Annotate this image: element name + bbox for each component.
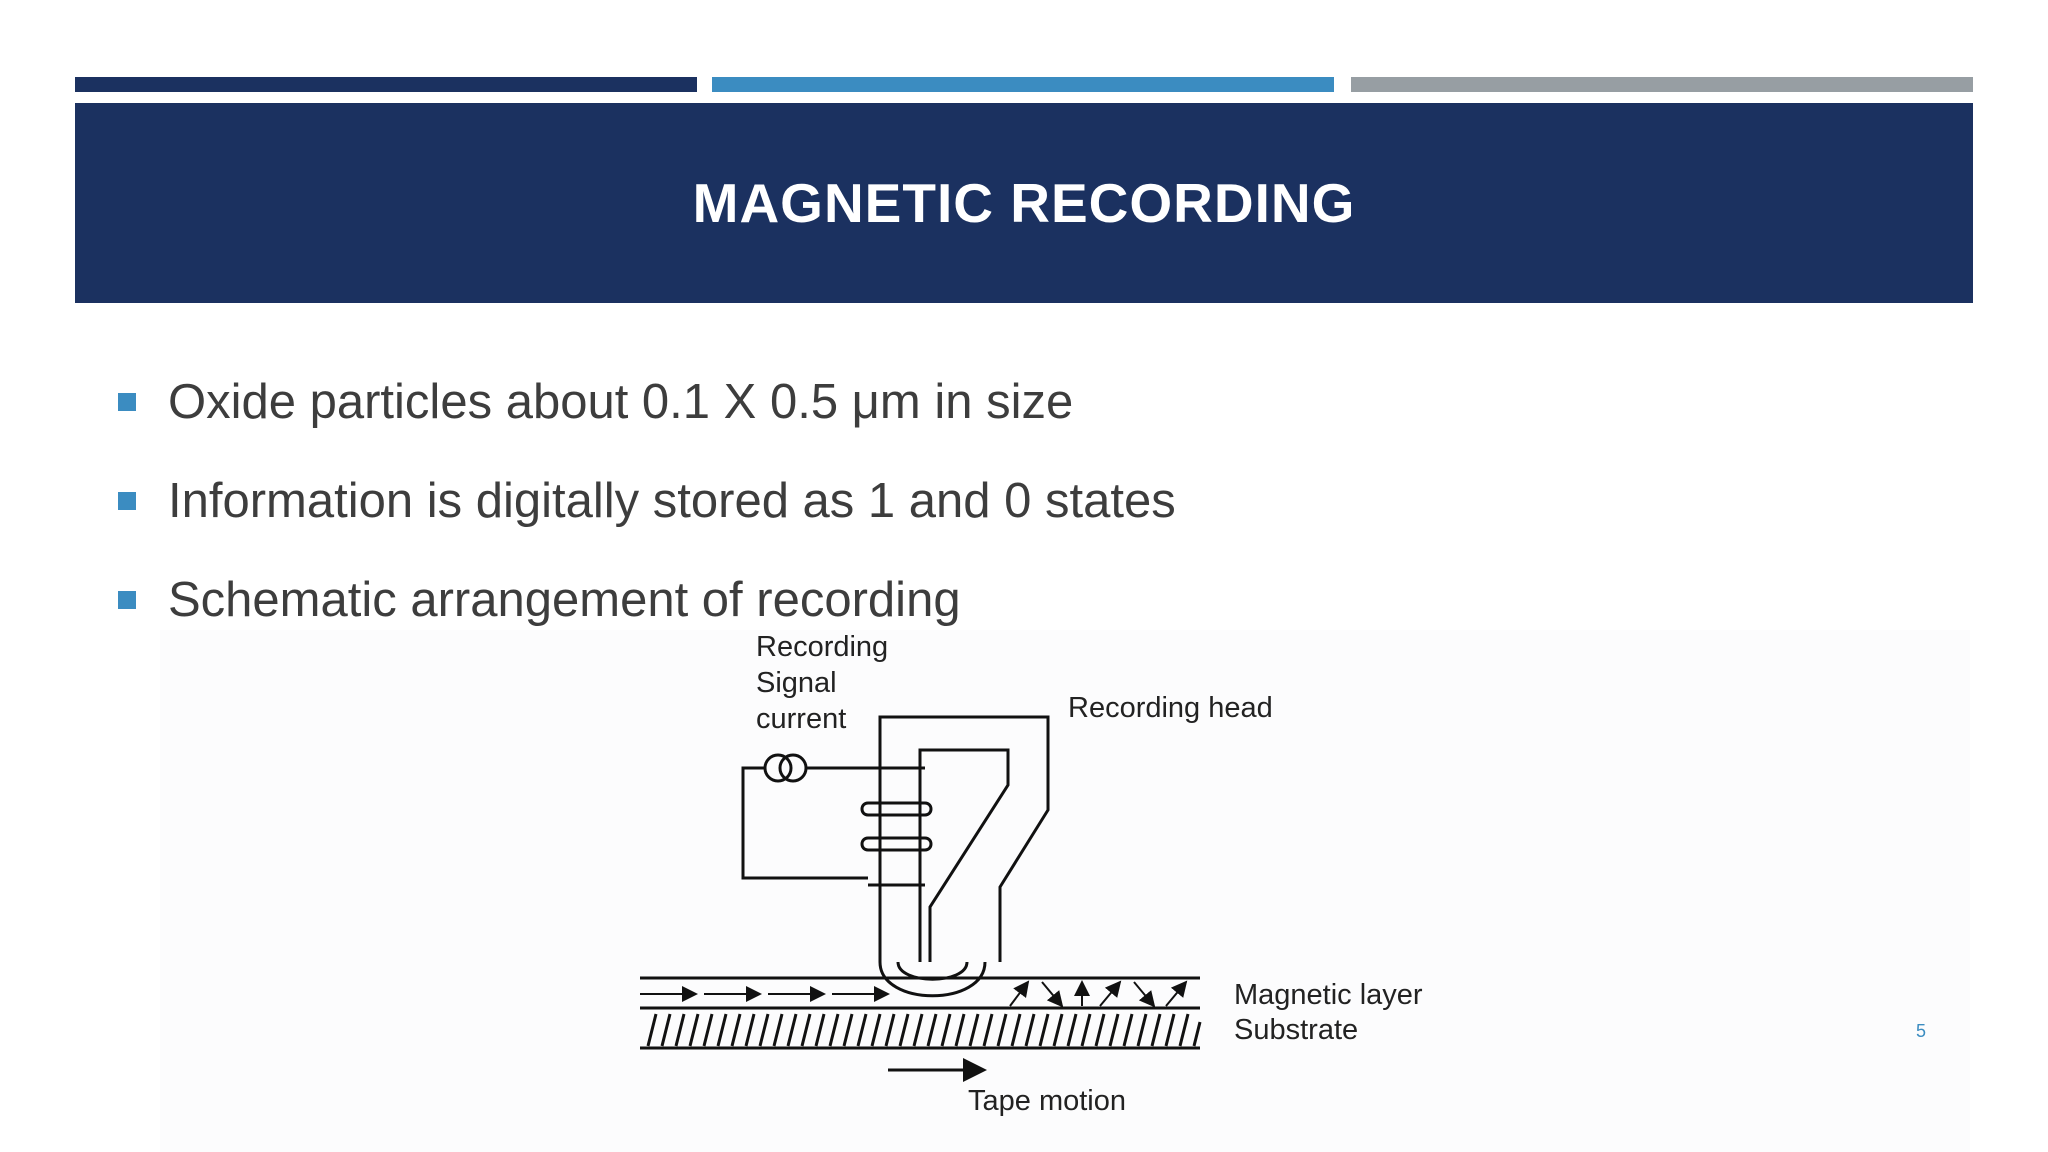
slide-title: MAGNETIC RECORDING: [692, 172, 1356, 234]
page-number: 5: [1916, 1021, 1927, 1041]
recording-signal-label-line1: Recording: [756, 631, 888, 663]
bullet-item: Oxide particles about 0.1 X 0.5 μm in si…: [118, 352, 1176, 451]
substrate-label: Substrate: [1234, 1014, 1358, 1046]
circuit-wire: [741, 766, 925, 880]
signal-source-icon: [763, 753, 808, 783]
bullet-list: Oxide particles about 0.1 X 0.5 μm in si…: [118, 352, 1176, 649]
square-bullet-icon: [118, 590, 136, 609]
recording-signal-label-line2: Signal: [756, 667, 837, 699]
bullet-item: Schematic arrangement of recording: [118, 550, 1176, 649]
title-band: MAGNETIC RECORDING: [75, 103, 1973, 303]
magnetic-layer-label: Magnetic layer: [1234, 979, 1423, 1011]
figure-background: [160, 630, 1970, 1152]
coil-windings: [860, 766, 933, 887]
square-bullet-icon: [118, 392, 136, 411]
tape-motion-label: Tape motion: [968, 1085, 1126, 1117]
accent-bar-dark: [75, 77, 697, 92]
square-bullet-icon: [118, 491, 136, 510]
accent-bar-blue: [712, 77, 1334, 92]
magnetic-layer: [640, 976, 1200, 1010]
recording-head-core: [878, 715, 1050, 998]
bullet-text: Schematic arrangement of recording: [168, 572, 961, 627]
accent-bar-gray: [1351, 77, 1973, 92]
bullet-item: Information is digitally stored as 1 and…: [118, 451, 1176, 550]
recording-signal-label-line3: current: [756, 703, 846, 735]
substrate-layer: [640, 1013, 1202, 1050]
bullet-text: Information is digitally stored as 1 and…: [168, 473, 1176, 528]
bullet-text: Oxide particles about 0.1 X 0.5 μm in si…: [168, 374, 1074, 429]
recording-head-diagram: Recording Signal current Recording head: [640, 631, 1423, 1117]
recording-head-label: Recording head: [1068, 692, 1273, 724]
